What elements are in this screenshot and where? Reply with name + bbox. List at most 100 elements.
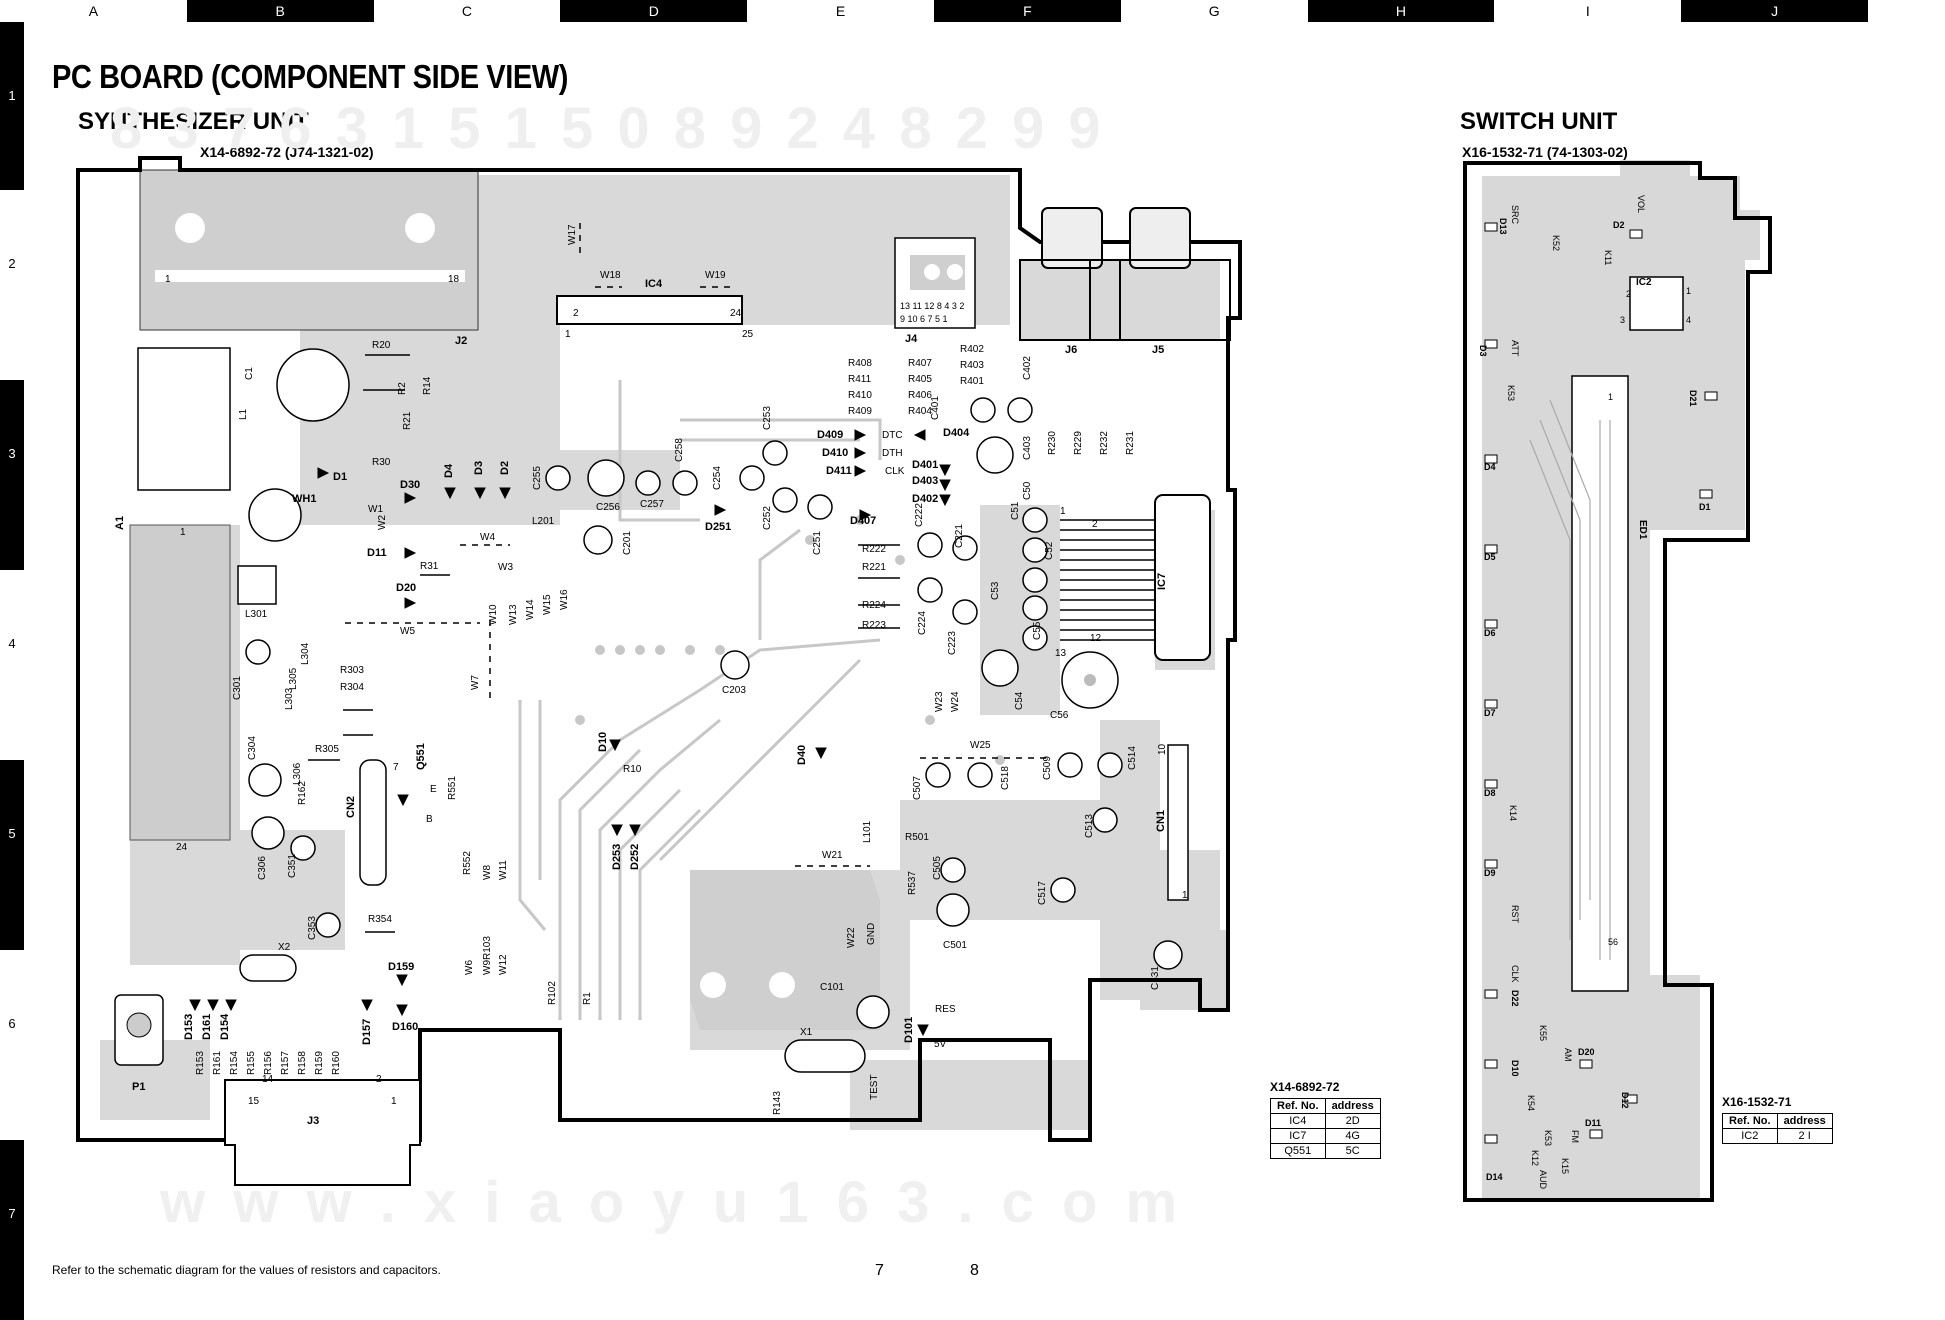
- label-j2: J2: [455, 335, 467, 347]
- label-d4: D4: [443, 463, 455, 478]
- label-r221: R221: [862, 562, 886, 573]
- label-ic7: IC7: [1156, 573, 1168, 590]
- label-k11: K11: [1603, 250, 1613, 265]
- label-sw-d13: D13: [1498, 218, 1508, 235]
- label-d101: D101: [903, 1017, 915, 1043]
- label-sw-d7: D7: [1484, 708, 1496, 718]
- label-d411: D411: [826, 465, 852, 477]
- label-sw-d11: D11: [1585, 1118, 1601, 1128]
- label-component: R162: [297, 781, 308, 805]
- label-gnd: GND: [866, 923, 877, 945]
- label-l201: L201: [532, 516, 555, 527]
- label-ed1-pin1: 1: [1608, 392, 1613, 402]
- label-wire: W7: [470, 675, 481, 690]
- label-ed1-pin56: 56: [1608, 937, 1618, 947]
- label-clk: CLK: [885, 466, 905, 477]
- label-w22: W22: [846, 927, 857, 948]
- label-fm: FM: [1570, 1130, 1580, 1143]
- label-wire: W15: [542, 594, 553, 615]
- label-capacitor: C514: [1127, 746, 1138, 770]
- switch-labels: IC2 2 1 3 4 ED1 1 56 VOL SRC ATT RST CLK…: [1478, 195, 1711, 1190]
- label-att: ATT: [1510, 340, 1520, 357]
- label-j6: J6: [1065, 344, 1077, 356]
- label-j2-pin1: 1: [165, 274, 171, 285]
- label-k14: K14: [1508, 805, 1518, 821]
- label-resistor: R402: [960, 344, 984, 355]
- label-capacitor: C401: [930, 396, 941, 420]
- label-w17: W17: [567, 224, 578, 245]
- label-resistor: R229: [1073, 431, 1084, 455]
- label-r304: R304: [340, 682, 364, 693]
- label-l101: L101: [862, 820, 873, 843]
- label-capacitor: C505: [932, 856, 943, 880]
- ref-cell: 2 I: [1776, 1128, 1833, 1144]
- ref-cell: IC7: [1270, 1128, 1326, 1144]
- label-w25: W25: [970, 740, 991, 751]
- label-capacitor: C517: [1037, 881, 1048, 905]
- label-ic4-pin24: 24: [730, 308, 742, 319]
- label-w5: W5: [400, 626, 415, 637]
- watermark-digits: 8 3 7 6 3 1 5 1 5 0 8 9 2 4 8 2 9 9: [110, 96, 1105, 161]
- label-capacitor: C353: [307, 916, 318, 940]
- label-sw-d20: D20: [1578, 1047, 1595, 1057]
- ref-table-switch-title: X16-1532-71: [1722, 1095, 1792, 1109]
- label-r354: R354: [368, 914, 392, 925]
- label-q551-b: B: [426, 814, 433, 825]
- label-wire: W9: [482, 960, 493, 975]
- label-wire: W13: [508, 604, 519, 625]
- label-component: L305: [288, 667, 299, 690]
- label-component: W2: [377, 515, 388, 530]
- label-capacitor: C52: [1044, 541, 1055, 560]
- label-d157: D157: [361, 1019, 373, 1045]
- label-resistor: R404: [908, 406, 932, 417]
- label-a1-pin1: 1: [180, 527, 186, 538]
- grid-row-2: 2: [0, 190, 24, 380]
- label-capacitor: C1: [244, 367, 255, 380]
- row-grid: 1 2 3 4 5 6 7: [0, 0, 24, 1320]
- label-k53: K53: [1506, 385, 1516, 401]
- grid-row-6: 6: [0, 950, 24, 1140]
- label-capacitor: C252: [762, 506, 773, 530]
- label-sw-d2: D2: [1613, 220, 1625, 230]
- label-ic2: IC2: [1636, 277, 1652, 288]
- label-wire: W6: [464, 960, 475, 975]
- label-capacitor: C402: [1022, 356, 1033, 380]
- label-wire: W24: [950, 691, 961, 712]
- ref-cell: IC2: [1722, 1128, 1778, 1144]
- label-ic2-pin3: 3: [1620, 315, 1625, 325]
- grid-col-a: A: [0, 0, 187, 22]
- switch-board-id: X16-1532-71 (74-1303-02): [1462, 144, 1628, 160]
- label-capacitor: C50: [1022, 481, 1033, 500]
- label-resistor: R232: [1099, 431, 1110, 455]
- label-dtc: DTC: [882, 430, 903, 441]
- label-sw-d9: D9: [1484, 868, 1496, 878]
- label-d40: D40: [796, 745, 808, 765]
- label-wire: W14: [525, 599, 536, 620]
- label-wire: W23: [934, 691, 945, 712]
- page-number-left: 7: [875, 1262, 884, 1279]
- label-resistor: R406: [908, 390, 932, 401]
- label-wire: W16: [559, 589, 570, 610]
- label-sw-d4: D4: [1484, 462, 1496, 472]
- label-ic7-pin1: 1: [1060, 506, 1066, 517]
- label-cn2: CN2: [345, 796, 357, 818]
- label-r552: R552: [462, 851, 473, 875]
- label-resistor: R155: [246, 1051, 257, 1075]
- label-capacitor: C301: [232, 676, 243, 700]
- label-resistor: R161: [212, 1051, 223, 1075]
- label-ic7-pin13: 13: [1055, 648, 1067, 659]
- grid-col-b: B: [186, 0, 374, 22]
- synth-list-labels: R408R411R410R409R407R405R406R404R402R403…: [195, 344, 1138, 1075]
- label-capacitor: C254: [712, 466, 723, 490]
- ref-header: address: [1776, 1113, 1833, 1129]
- label-capacitor: C253: [762, 406, 773, 430]
- label-capacitor: C403: [1022, 436, 1033, 460]
- label-cn2-pin7: 7: [393, 762, 399, 773]
- label-x2: X2: [278, 942, 291, 953]
- synth-board-id: X14-6892-72 (J74-1321-02): [200, 144, 374, 160]
- label-resistor: R401: [960, 376, 984, 387]
- column-grid: A B C D E F G H I J: [0, 0, 1868, 22]
- label-capacitor: C51: [1010, 501, 1021, 520]
- label-component: R1: [582, 992, 593, 1005]
- label-component: R102: [547, 981, 558, 1005]
